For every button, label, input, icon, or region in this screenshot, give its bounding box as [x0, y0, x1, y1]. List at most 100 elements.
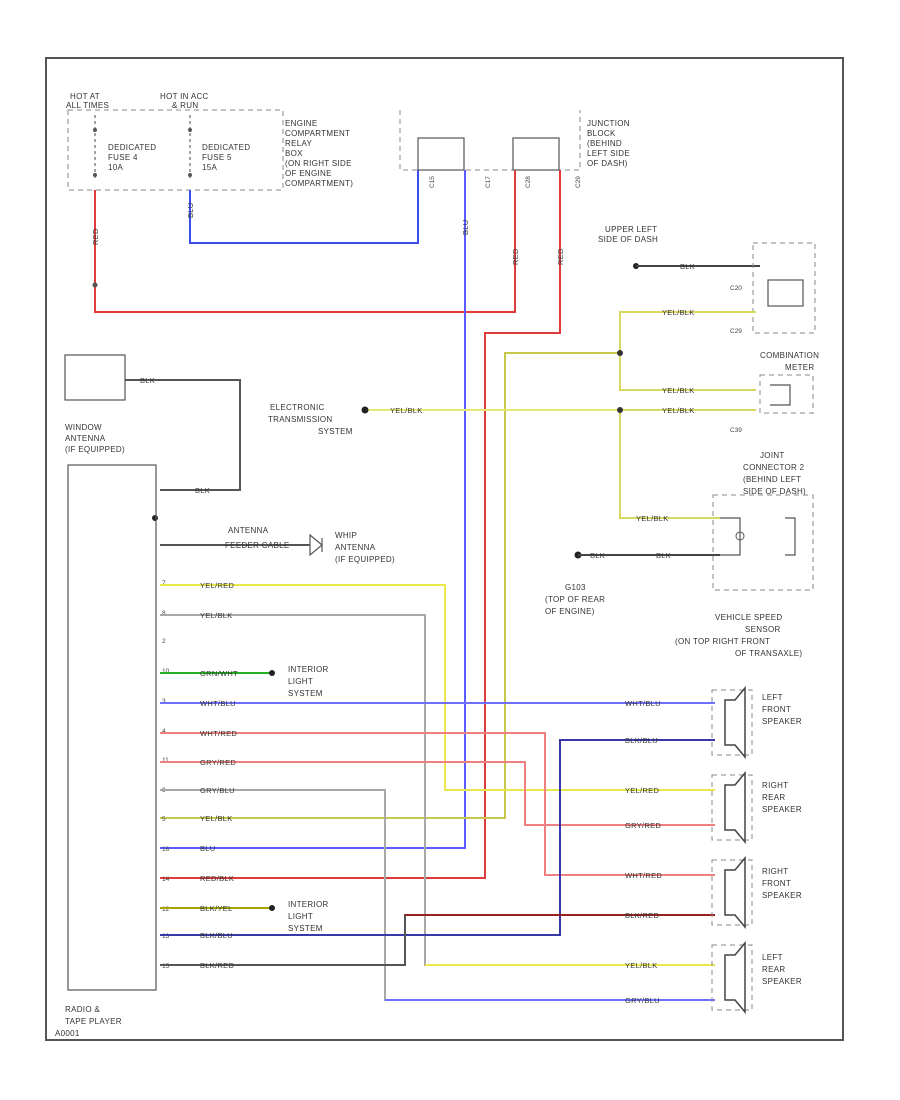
power-section: [67, 109, 581, 191]
wire-lf1: WHT/BLU: [625, 699, 661, 708]
pin-13: 13: [162, 933, 170, 940]
ets-l2: TRANSMISSION: [268, 415, 333, 424]
wire-pin3: WHT/BLU: [200, 699, 236, 708]
pin-11: 11: [162, 757, 169, 764]
conn-c29b: C29: [730, 328, 742, 335]
pin-10: 10: [162, 668, 170, 675]
radio-l3: A0001: [55, 1029, 80, 1038]
relay-box-l1: ENGINE: [285, 119, 317, 128]
lr-speaker-l2: REAR: [762, 965, 785, 974]
wire-ets: YEL/BLK: [390, 406, 423, 415]
wire-pin15: BLK/RED: [200, 961, 234, 970]
relay-box-l2: COMPARTMENT: [285, 129, 350, 138]
vss-l4: OF TRANSAXLE): [735, 649, 802, 658]
fuse5-l2: FUSE 5: [202, 153, 232, 162]
wire-blk1: BLK: [590, 551, 605, 560]
fuse4-l2: FUSE 4: [108, 153, 138, 162]
speaker-left-front: [711, 685, 753, 760]
vss-l1: VEHICLE SPEED: [715, 613, 782, 622]
rf-speaker-l2: FRONT: [762, 879, 791, 888]
wire-ant-blk2: BLK: [195, 486, 210, 495]
interior-light2-l1: INTERIOR: [288, 900, 329, 909]
lr-speaker-l1: LEFT: [762, 953, 783, 962]
junction-l4: LEFT SIDE: [587, 149, 630, 158]
fuse5-l1: DEDICATED: [202, 143, 250, 152]
relay-box-l7: COMPARTMENT): [285, 179, 353, 188]
rr-speaker-l3: SPEAKER: [762, 805, 802, 814]
hot-acc-run-l2: & RUN: [172, 101, 198, 110]
joint-connector-l2: CONNECTOR 2: [743, 463, 805, 472]
conn-c28: C28: [525, 176, 532, 188]
speaker-right-rear: [711, 770, 753, 845]
junction-l3: (BEHIND: [587, 139, 622, 148]
wire-pin11: GRY/RED: [200, 758, 236, 767]
hot-all-times-l1: HOT AT: [70, 92, 100, 101]
wire-pin10: GRN/WHT: [200, 669, 238, 678]
wire-pin7: YEL/RED: [200, 581, 234, 590]
wire-pin4: WHT/RED: [200, 729, 237, 738]
yel-blk-network: [160, 311, 756, 819]
fuse4-l1: DEDICATED: [108, 143, 156, 152]
speaker-wires: [160, 584, 715, 1001]
wire-pin5: YEL/BLK: [200, 814, 233, 823]
wire-ylw-blk-top: YEL/BLK: [662, 308, 695, 317]
wire-pin16: BLU: [200, 844, 216, 853]
pin-2: 2: [162, 638, 166, 645]
combination-meter-l1: COMBINATION: [760, 351, 819, 360]
wire-pin12: BLK/YEL: [200, 904, 233, 913]
relay-box-l5: (ON RIGHT SIDE: [285, 159, 352, 168]
speaker-right-front: [711, 855, 753, 930]
rr-speaker-l1: RIGHT: [762, 781, 788, 790]
ground-upper-wire: BLK: [680, 262, 695, 271]
wire-lr2: GRY/BLU: [625, 996, 660, 1005]
wire-rr1: YEL/RED: [625, 786, 659, 795]
wire-pin9: GRY/BLU: [200, 786, 235, 795]
wire-pin14: RED/BLK: [200, 874, 234, 883]
conn-c39: C39: [730, 427, 742, 434]
wire-rr2: GRY/RED: [625, 821, 661, 830]
wire-rf2: BLK/RED: [625, 911, 659, 920]
ground-upper-l2: SIDE OF DASH: [598, 235, 658, 244]
g103-l2: (TOP OF REAR: [545, 595, 605, 604]
vss-l2: SENSOR: [745, 625, 781, 634]
rr-speaker-l2: REAR: [762, 793, 785, 802]
pin-12: 12: [162, 906, 170, 913]
junction-l5: OF DASH): [587, 159, 628, 168]
lf-speaker-l1: LEFT: [762, 693, 783, 702]
wire-lf2: BLK/BLU: [625, 736, 658, 745]
interior-light1-l1: INTERIOR: [288, 665, 329, 674]
radio-unit: [67, 464, 157, 991]
pin-4: 4: [162, 728, 166, 735]
joint-connector-outline: [712, 494, 814, 591]
relay-box-l3: RELAY: [285, 139, 313, 148]
interior-light1-l3: SYSTEM: [288, 689, 323, 698]
g103-l1: G103: [565, 583, 586, 592]
pin-15: 15: [162, 963, 170, 970]
antenna-feeder-l2: FEEDER CABLE: [225, 541, 290, 550]
interior-light2-l2: LIGHT: [288, 912, 313, 921]
radio-l2: TAPE PLAYER: [65, 1017, 122, 1026]
ets-l1: ELECTRONIC: [270, 403, 325, 412]
power-wires: [92, 170, 561, 879]
interior-light1-l2: LIGHT: [288, 677, 313, 686]
junction-l1: JUNCTION: [587, 119, 630, 128]
fuse5-l3: 15A: [202, 163, 217, 172]
conn-c29: C29: [575, 176, 582, 188]
rf-speaker-l3: SPEAKER: [762, 891, 802, 900]
whip-antenna-l3: (IF EQUIPPED): [335, 555, 395, 564]
joint-connector-l1: JOINT: [760, 451, 785, 460]
wire-ant-blk: BLK: [140, 376, 155, 385]
lf-speaker-l2: FRONT: [762, 705, 791, 714]
lf-speaker-l3: SPEAKER: [762, 717, 802, 726]
whip-antenna-l2: ANTENNA: [335, 543, 376, 552]
hot-all-times-l2: ALL TIMES: [66, 101, 109, 110]
pin-14: 14: [162, 876, 170, 883]
diagram-border: [45, 57, 844, 1041]
window-antenna-l2: ANTENNA: [65, 434, 106, 443]
window-antenna-l3: (IF EQUIPPED): [65, 445, 125, 454]
pin-16: 16: [162, 846, 170, 853]
junction-l2: BLOCK: [587, 129, 616, 138]
combination-meter-l2: METER: [785, 363, 815, 372]
junction-block-outline: [399, 110, 581, 171]
